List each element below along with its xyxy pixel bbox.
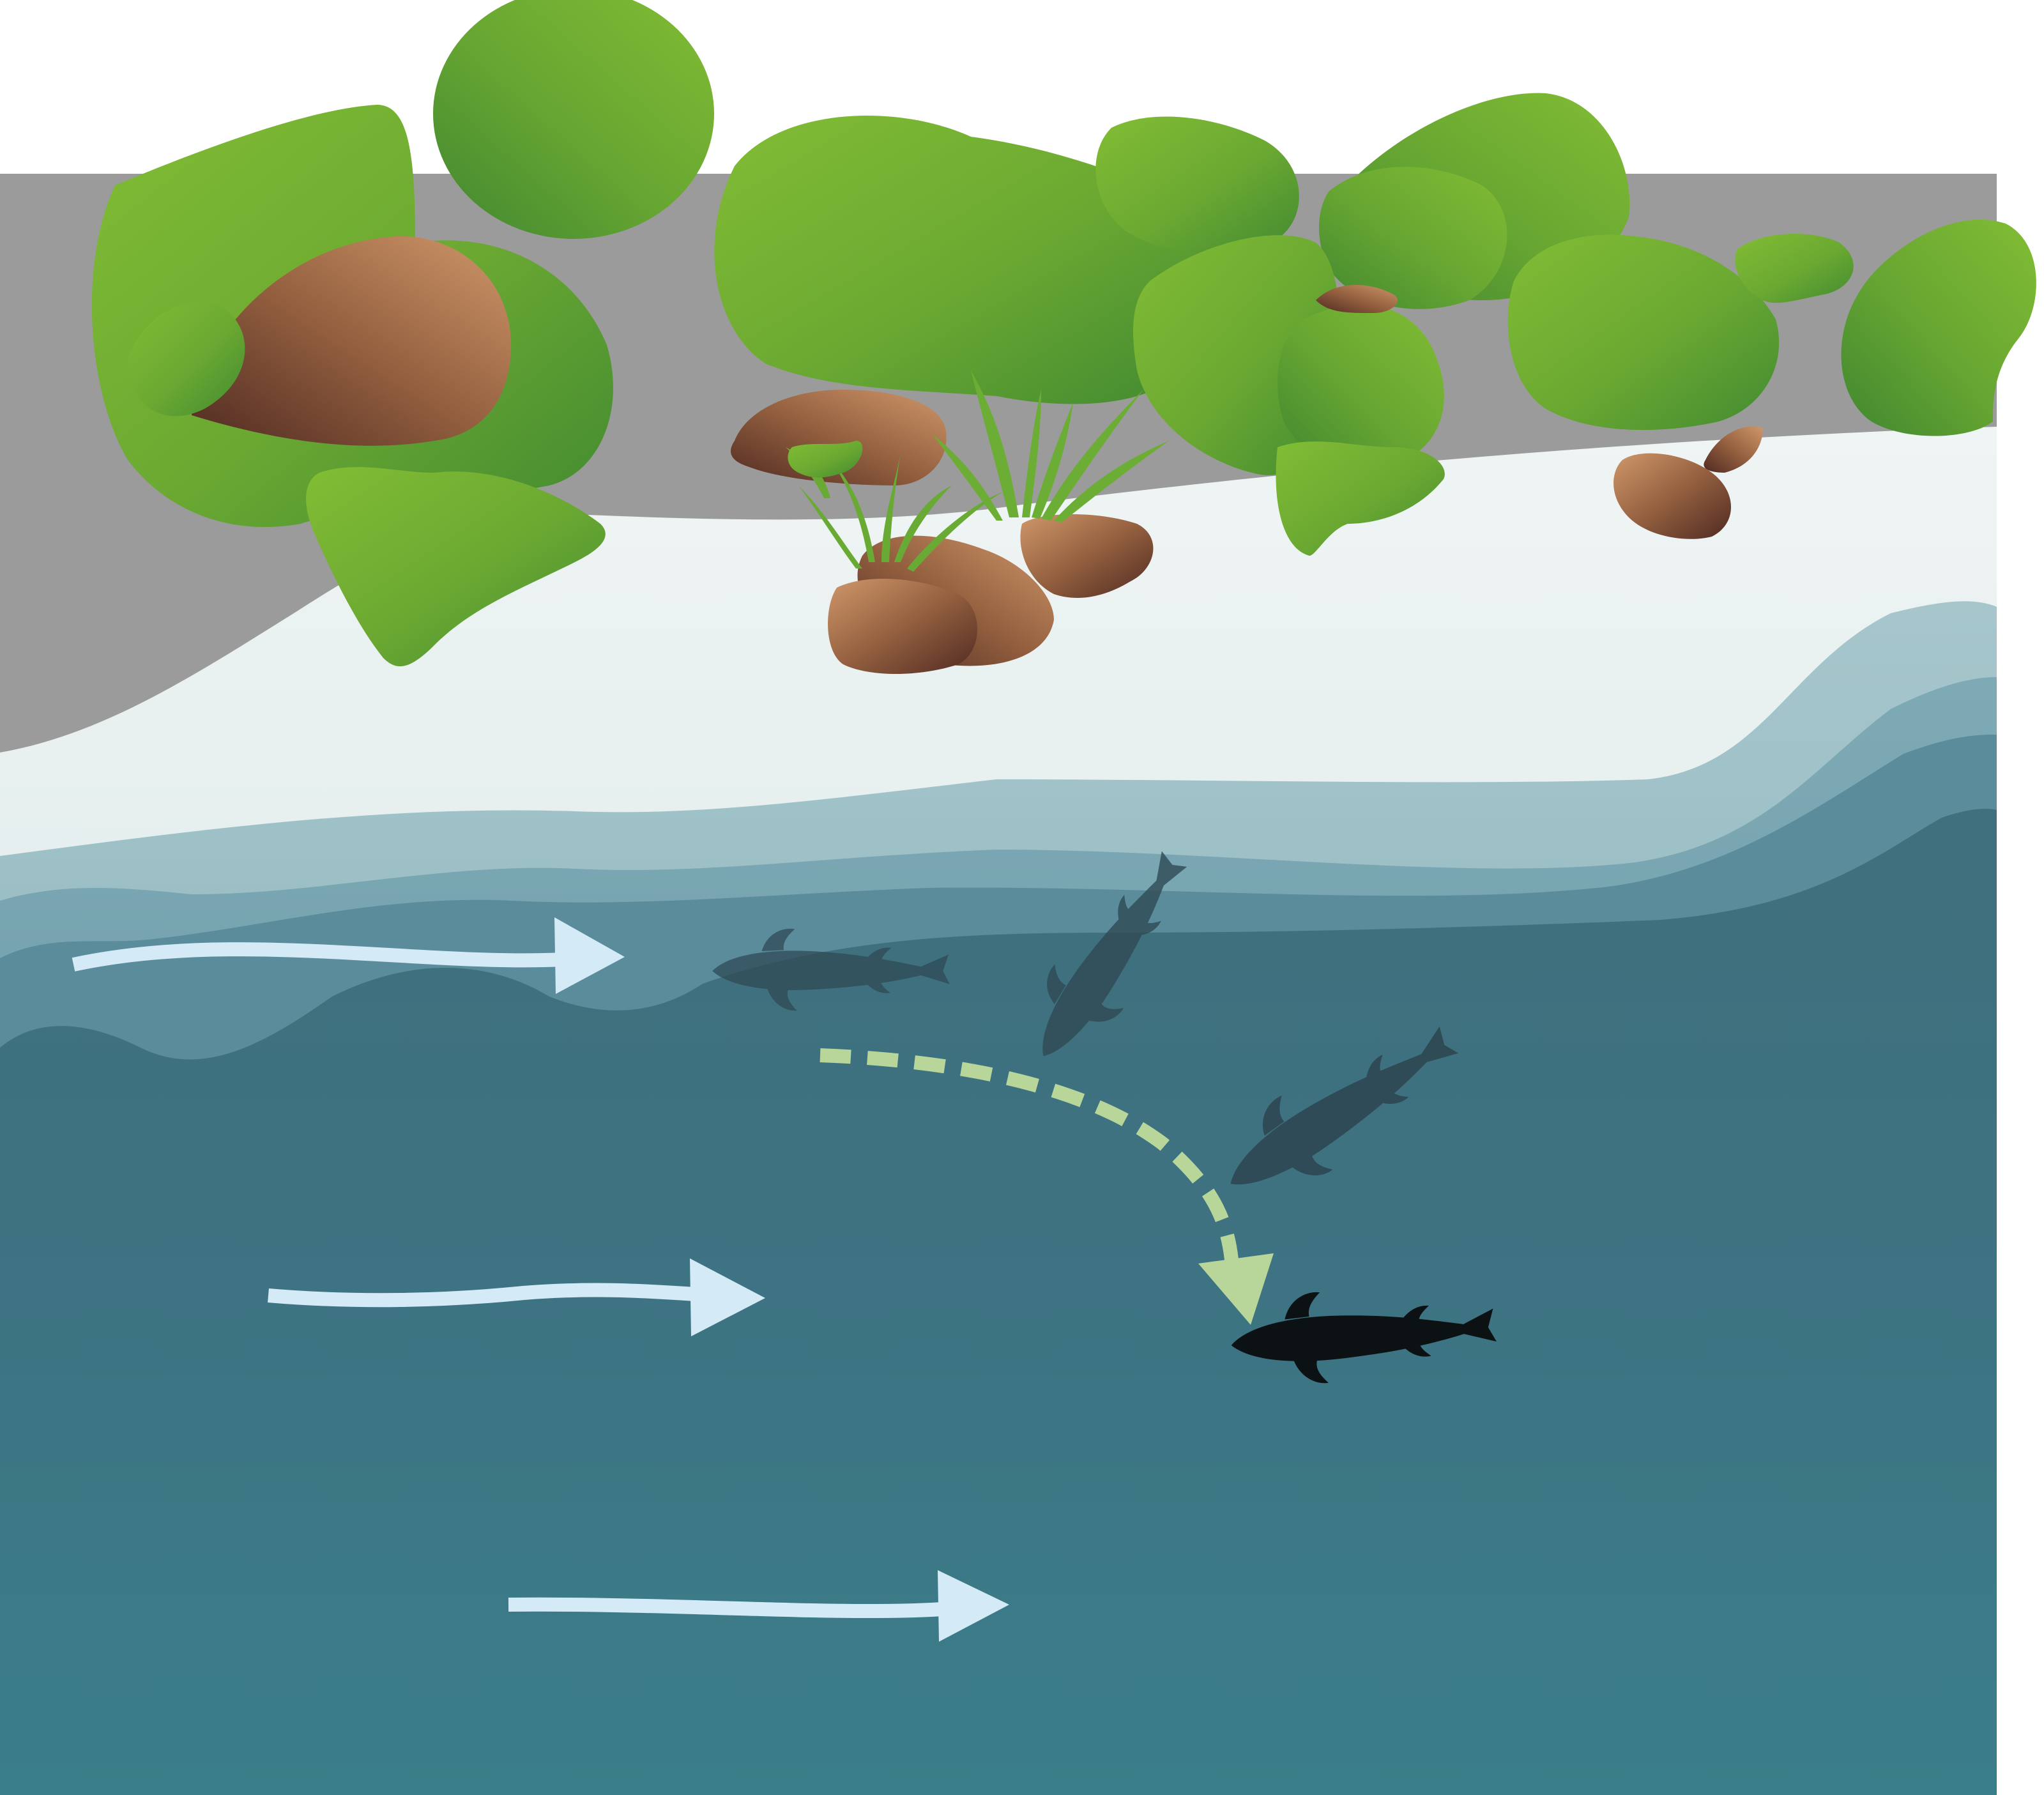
rock-icon — [731, 390, 947, 485]
foliage-icon — [433, 0, 714, 239]
grass-tuft-icon — [786, 447, 1003, 572]
foliage-icon — [714, 115, 1204, 404]
foliage-icon — [1278, 304, 1444, 468]
foliage-icon — [1507, 234, 1780, 431]
foliage-icon — [306, 467, 606, 667]
foliage-icon — [1276, 441, 1445, 556]
water-deep — [0, 809, 1997, 1795]
foliage-front — [1133, 219, 2036, 556]
current-arrows — [72, 917, 1009, 1642]
rock-icon — [1704, 426, 1763, 473]
flow-arrow-icon — [268, 1258, 765, 1336]
rock-icon — [1613, 453, 1731, 539]
rock-icon — [1020, 514, 1154, 598]
rock-icon — [1316, 285, 1398, 313]
foliage-icon — [1319, 167, 1507, 309]
foliage-icon — [788, 441, 863, 478]
flow-arrow-icon — [508, 1570, 1009, 1642]
grass-tuft-icon — [933, 370, 1169, 523]
rock-icon — [828, 579, 977, 674]
dashed-path-arrow-icon — [820, 1048, 1274, 1325]
foliage-icon — [1735, 234, 1854, 303]
foliage-icon — [128, 302, 245, 416]
flow-arrow-icon — [72, 917, 625, 994]
foliage-icon — [1841, 219, 2036, 436]
rock-icon — [192, 236, 511, 446]
foliage-icon — [1095, 116, 1299, 254]
